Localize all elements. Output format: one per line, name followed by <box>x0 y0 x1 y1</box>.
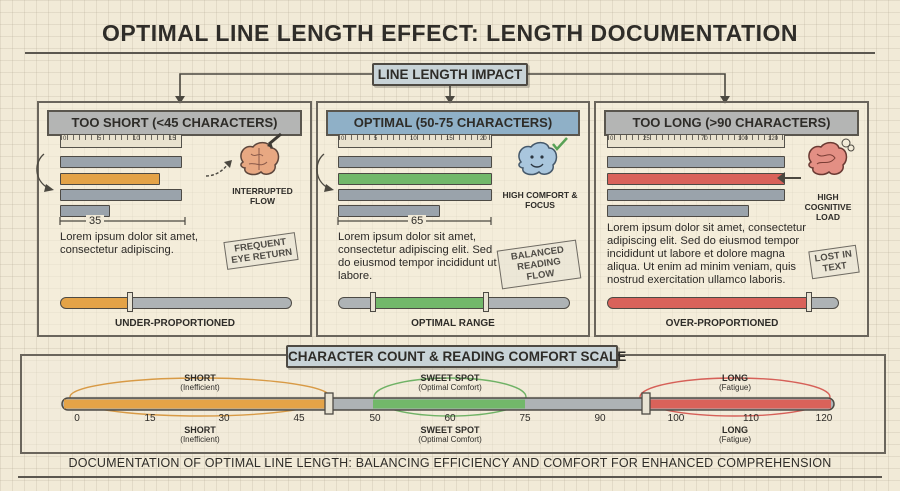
line-length-dimension: 65 <box>408 215 427 227</box>
scale-tick-label: 15 <box>144 413 156 424</box>
scale-tick-label: 100 <box>667 413 685 424</box>
proportion-slider <box>607 297 839 309</box>
impact-label: LINE LENGTH IMPACT <box>372 63 528 86</box>
slider-caption: UNDER-PROPORTIONED <box>114 318 235 329</box>
proportion-slider <box>338 297 570 309</box>
brain-effect-label: INTERRUPTED FLOW <box>232 186 293 206</box>
eye-return-arrow-icon <box>316 153 492 225</box>
ruler-tick: 15 <box>169 136 176 142</box>
text-line-bar <box>338 189 492 201</box>
sample-text: Lorem ipsum dolor sit amet, consectetur … <box>60 231 199 256</box>
footer-divider <box>18 476 882 478</box>
panel-heading: OPTIMAL (50-75 CHARACTERS) <box>326 110 580 136</box>
comfort-scale-graphic <box>61 377 835 417</box>
text-line-bar-highlight <box>338 173 492 185</box>
zone-label-long: LONG(Fatigue) <box>718 373 752 392</box>
ruler-tick: 0 <box>63 136 67 142</box>
scale-tick-label: 0 <box>74 413 80 424</box>
text-line-bar <box>607 205 749 217</box>
character-ruler <box>607 134 785 148</box>
ruler-tick: 0 <box>610 136 614 142</box>
scale-tick-label: 50 <box>369 413 381 424</box>
page-title: OPTIMAL LINE LENGTH EFFECT: LENGTH DOCUM… <box>101 20 799 46</box>
ruler-tick: 25 <box>643 136 650 142</box>
ruler-tick: 5 <box>374 136 378 142</box>
slider-handle-min <box>370 292 376 312</box>
ruler-tick: 20 <box>480 136 487 142</box>
text-line-bar <box>60 205 110 217</box>
impact-connectors <box>175 73 730 104</box>
panel-heading: TOO LONG (>90 CHARACTERS) <box>604 110 859 136</box>
ruler-tick: 10 <box>133 136 140 142</box>
scale-tick-label: 60 <box>444 413 456 424</box>
zone-label-short: SHORT(Inefficient) <box>180 373 220 392</box>
sample-text: Lorem ipsum dolor sit amet, consectetur … <box>338 231 497 282</box>
ruler-tick: 120 <box>768 136 779 142</box>
left-arrow-icon <box>777 172 801 184</box>
text-line-bar <box>607 156 785 168</box>
scale-tick-label: 90 <box>594 413 606 424</box>
panel-heading: TOO SHORT (<45 CHARACTERS) <box>47 110 302 136</box>
slider-caption: OPTIMAL RANGE <box>411 318 495 329</box>
text-line-bar <box>338 205 440 217</box>
zone-label-short: SHORT(Inefficient) <box>180 425 220 444</box>
flow-arrow-icon <box>205 160 232 177</box>
ruler-tick: 15 <box>446 136 453 142</box>
proportion-slider <box>60 297 292 309</box>
brain-effect-label: HIGH COGNITIVE LOAD <box>804 192 852 222</box>
happy-brain-check-icon <box>518 137 568 176</box>
footer-caption: DOCUMENTATION OF OPTIMAL LINE LENGTH: BA… <box>68 456 832 470</box>
ruler-tick: 100 <box>738 136 749 142</box>
ruler-tick: 10 <box>410 136 417 142</box>
text-line-bar <box>338 156 492 168</box>
ruler-tick: 5 <box>98 136 102 142</box>
text-line-bar <box>60 156 182 168</box>
ruler-tick: 70 <box>701 136 708 142</box>
slider-handle-max <box>483 292 489 312</box>
character-ruler <box>60 134 182 148</box>
scale-tick-label: 120 <box>815 413 833 424</box>
text-line-bar-highlight <box>607 173 785 185</box>
scale-title: CHARACTER COUNT & READING COMFORT SCALE <box>286 345 626 368</box>
eye-return-arrow-icon <box>36 153 186 225</box>
zone-label-long: LONG(Fatigue) <box>718 425 752 444</box>
scale-tick-label: 45 <box>293 413 305 424</box>
text-line-bar-highlight <box>60 173 160 185</box>
ruler-tick: 0 <box>341 136 345 142</box>
zone-label-sweet-spot: SWEET SPOT(Optimal Comfort) <box>418 425 482 444</box>
scale-tick-label: 75 <box>519 413 531 424</box>
title-divider <box>25 52 875 54</box>
brain-effect-label: HIGH COMFORT & FOCUS <box>502 190 578 210</box>
scale-tick-label: 110 <box>743 413 759 424</box>
brain-pencil-icon <box>240 132 282 176</box>
line-length-dimension: 35 <box>86 215 105 227</box>
character-ruler <box>338 134 492 148</box>
text-line-bar <box>607 189 785 201</box>
sample-text: Lorem ipsum dolor sit amet, consectetur … <box>607 222 806 286</box>
slider-caption: OVER-PROPORTIONED <box>665 318 779 329</box>
tangled-brain-icon <box>808 138 855 176</box>
scale-tick-label: 30 <box>218 413 230 424</box>
text-line-bar <box>60 189 182 201</box>
zone-label-sweet-spot: SWEET SPOT(Optimal Comfort) <box>418 373 482 392</box>
slider-handle <box>127 292 133 312</box>
slider-handle <box>806 292 812 312</box>
